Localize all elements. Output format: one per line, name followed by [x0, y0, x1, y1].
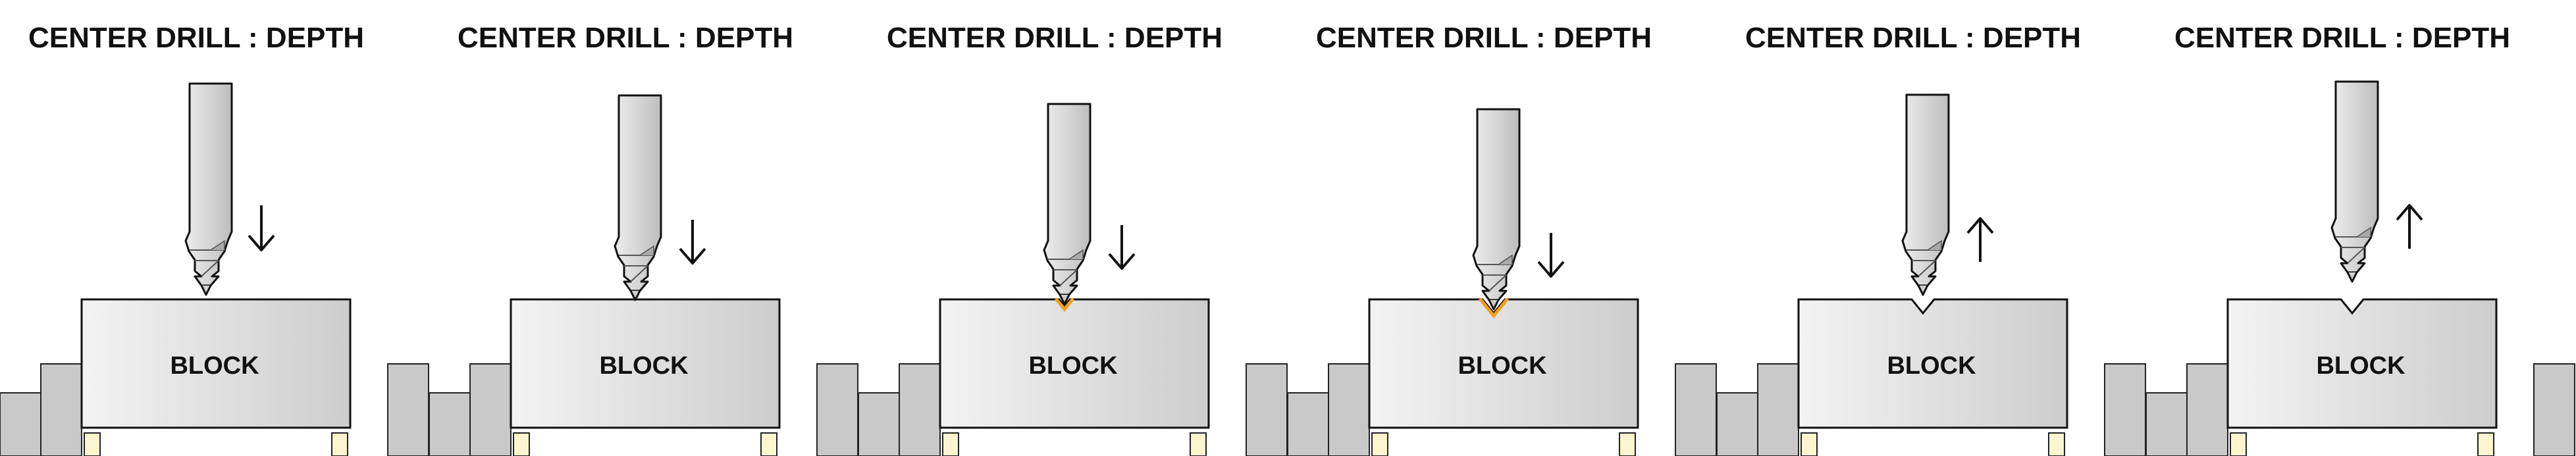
panel-title: CENTER DRILL : DEPTH: [2174, 22, 2510, 54]
feed-down-arrow-icon: [248, 205, 275, 251]
chip-material: [1479, 297, 1509, 318]
vise-base: [1716, 363, 2153, 456]
parallel-support: [84, 432, 348, 456]
workpiece-block: [939, 298, 1210, 429]
center-drill-tool: [614, 94, 662, 301]
block-label: BLOCK: [1028, 352, 1118, 380]
center-drill-tool: [1472, 108, 1521, 311]
panel-title: CENTER DRILL : DEPTH: [887, 22, 1222, 54]
retract-up-arrow-icon: [2396, 204, 2423, 249]
workpiece-block: [1797, 298, 2068, 429]
panel-title: CENTER DRILL : DEPTH: [1316, 22, 1652, 54]
center-drill-tool: [2330, 80, 2379, 283]
panel-6: BLOCK CENTER DRILL : DEPTH: [2145, 22, 2575, 456]
chip-material: [1055, 297, 1074, 312]
feed-down-arrow-icon: [679, 220, 706, 265]
block-label: BLOCK: [170, 352, 259, 380]
feed-down-arrow-icon: [1108, 225, 1136, 270]
panel-title: CENTER DRILL : DEPTH: [1745, 22, 2081, 54]
feed-down-arrow-icon: [1537, 233, 1565, 278]
parallel-support: [1371, 432, 1636, 456]
panel-3: BLOCK CENTER DRILL : DEPTH: [858, 22, 1294, 456]
workpiece-block: [510, 298, 781, 429]
workpiece-block: [80, 298, 352, 429]
vise-base: [1287, 363, 1723, 456]
center-drill-tool: [1043, 103, 1091, 305]
vise-base: [429, 363, 865, 456]
block-label: BLOCK: [1887, 352, 1976, 380]
block-label: BLOCK: [599, 352, 689, 380]
block-label: BLOCK: [1458, 352, 1547, 380]
parallel-support: [942, 432, 1207, 456]
vise-base: [2145, 363, 2575, 456]
panel-title: CENTER DRILL : DEPTH: [28, 22, 364, 54]
center-drill-tool: [184, 82, 233, 296]
workpiece-block: [2226, 298, 2498, 429]
parallel-support: [2230, 432, 2494, 456]
panel-title: CENTER DRILL : DEPTH: [458, 22, 793, 54]
block-label: BLOCK: [2316, 352, 2405, 380]
panel-5: BLOCK CENTER DRILL : DEPTH: [1716, 22, 2153, 456]
retract-up-arrow-icon: [1966, 217, 1994, 262]
panel-4: BLOCK CENTER DRILL : DEPTH: [1287, 22, 1723, 456]
vise-base: [858, 363, 1294, 456]
parallel-support: [1801, 432, 2065, 456]
panel-2: BLOCK CENTER DRILL : DEPTH: [429, 22, 865, 456]
parallel-support: [513, 432, 777, 456]
center-drill-tool: [1901, 93, 1950, 296]
panel-1: BLOCK CENTER DRILL : DEPTH: [0, 22, 470, 456]
